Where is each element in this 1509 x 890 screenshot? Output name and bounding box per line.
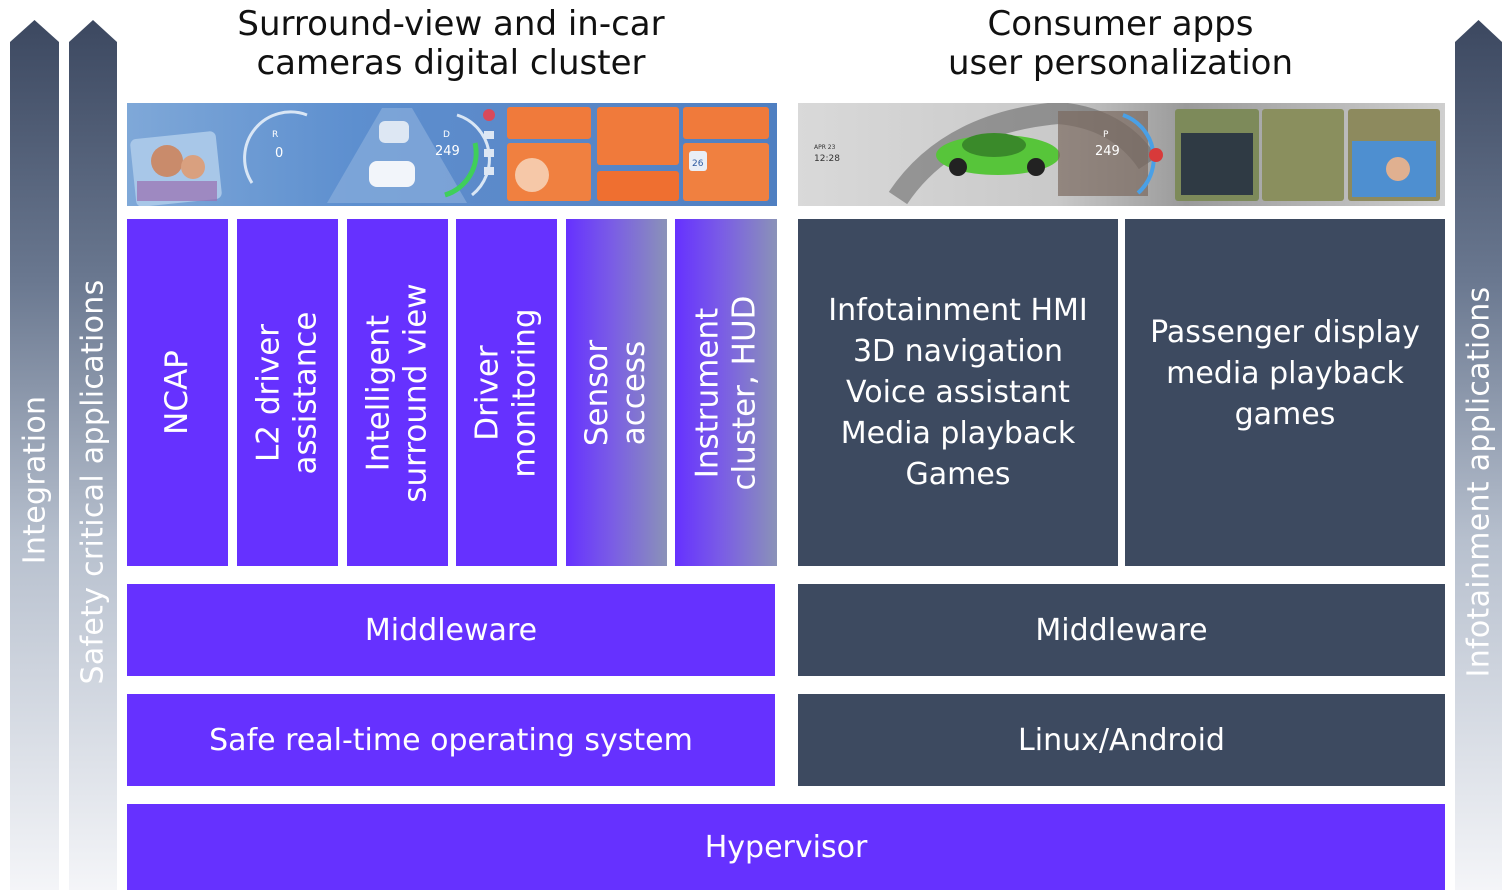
safe-rtos-box: Safe real-time operating system — [127, 694, 775, 786]
linux-android-box: Linux/Android — [798, 694, 1445, 786]
gear-r: R — [272, 130, 278, 140]
driver-monitoring-label: Driver monitoring — [469, 307, 543, 478]
sensor-access-label: Sensor access — [579, 339, 653, 446]
speed-value: 0 — [275, 146, 283, 161]
right-middleware-box: Middleware — [798, 584, 1445, 676]
hypervisor-box: Hypervisor — [127, 804, 1445, 890]
infotainment-arrow: Infotainment applications — [1455, 20, 1502, 890]
intelligent-surround-view-box: Intelligent surround view — [347, 219, 448, 566]
integration-label: Integration — [17, 395, 52, 565]
linux-android-label: Linux/Android — [1018, 722, 1225, 758]
calendar-day: 26 — [692, 159, 704, 169]
infotainment-hmi-box: Infotainment HMI 3D navigation Voice ass… — [798, 219, 1118, 566]
left-middleware-label: Middleware — [364, 612, 538, 648]
date-text: APR 23 — [814, 144, 836, 151]
range-value-right: 249 — [1095, 144, 1120, 159]
sensor-access-box: Sensor access — [566, 219, 667, 566]
l2-driver-assistance-label: L2 driver assistance — [250, 311, 324, 474]
ncap-box: NCAP — [127, 219, 228, 566]
digital-cluster-graphic: 0 R 249 D 26 — [130, 107, 769, 206]
infotainment-label: Infotainment applications — [1461, 286, 1496, 678]
instrument-cluster-hud-label: Instrument cluster, HUD — [689, 294, 763, 491]
digital-cluster-screen: 0 R 249 D 26 — [127, 103, 777, 206]
consumer-apps-graphic: APR 23 12:28 249 P — [814, 103, 1440, 205]
left-heading: Surround-view and in-car cameras digital… — [237, 4, 665, 83]
driver-monitoring-box: Driver monitoring — [456, 219, 557, 566]
intelligent-surround-view-label: Intelligent surround view — [360, 282, 434, 503]
right-heading: Consumer apps user personalization — [947, 4, 1294, 83]
consumer-apps-screen: APR 23 12:28 249 P — [798, 103, 1445, 206]
gear-p: P — [1103, 130, 1109, 140]
safe-rtos-label: Safe real-time operating system — [209, 722, 693, 758]
ncap-label: NCAP — [159, 350, 195, 435]
instrument-cluster-hud-box: Instrument cluster, HUD — [675, 219, 777, 566]
l2-driver-assistance-box: L2 driver assistance — [237, 219, 338, 566]
passenger-display-label: Passenger display media playback games — [1150, 315, 1420, 432]
range-value: 249 — [435, 144, 460, 159]
safety-critical-arrow: Safety critical applications — [69, 20, 117, 890]
gear-d: D — [443, 130, 450, 140]
infotainment-hmi-label: Infotainment HMI 3D navigation Voice ass… — [828, 293, 1088, 492]
right-middleware-label: Middleware — [1035, 612, 1208, 648]
integration-arrow: Integration — [10, 20, 59, 890]
left-middleware-box: Middleware — [127, 584, 775, 676]
hypervisor-label: Hypervisor — [704, 829, 868, 865]
time-text: 12:28 — [814, 154, 840, 164]
passenger-display-box: Passenger display media playback games — [1125, 219, 1445, 566]
safety-critical-label: Safety critical applications — [75, 279, 111, 685]
